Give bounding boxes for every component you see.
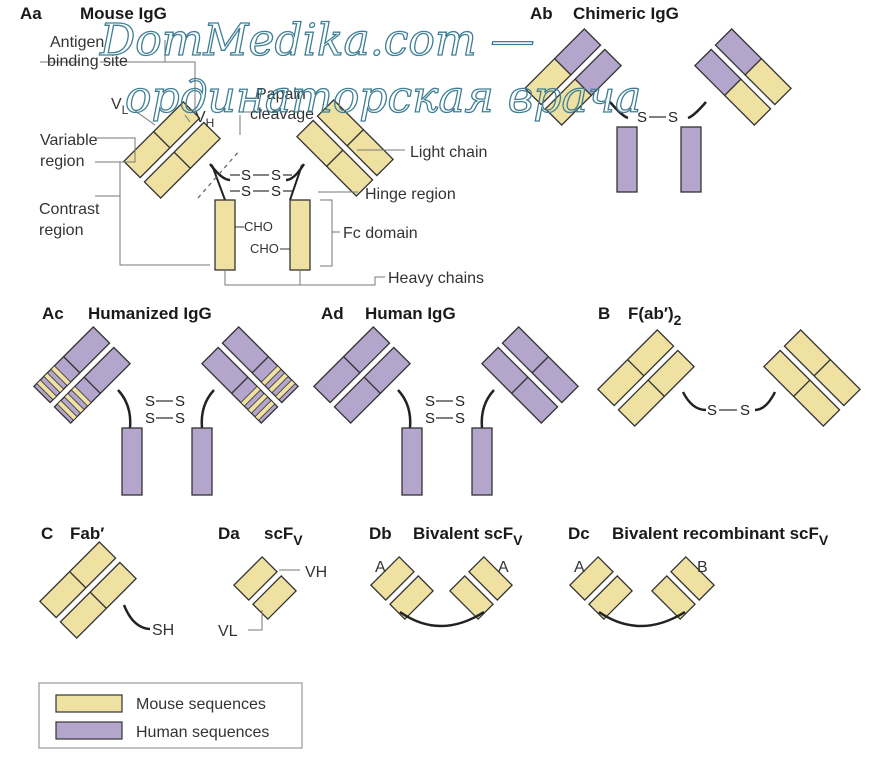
- disulfide-s: S: [145, 393, 155, 410]
- disulfide-s: S: [668, 109, 678, 126]
- panel-bivalent-scfv: Db Bivalent scFV A A: [369, 524, 523, 628]
- panel-letter-da: Da: [218, 524, 240, 543]
- disulfide-s: S: [425, 410, 435, 427]
- humanized-fab-left: [33, 326, 131, 424]
- panel-fab2: B F(ab′)2 S S: [597, 304, 861, 427]
- antigen-binding-label-2: binding site: [47, 53, 128, 70]
- chimeric-fab-right: [694, 28, 792, 126]
- panel-humanized-igg: Ac Humanized IgG S S S S: [33, 304, 299, 496]
- panel-fab-prime: C Fab′ SH: [39, 524, 174, 639]
- scfv-domain: [233, 556, 297, 620]
- recombinant-b-label: B: [697, 559, 708, 576]
- contrast-region-label-2: region: [39, 222, 83, 239]
- watermark-line-2: ординаторская врача: [125, 72, 641, 123]
- cho-label-1: CHO: [244, 219, 273, 234]
- fab-prime-arm: [39, 541, 137, 639]
- panel-title-da: scFV: [264, 524, 303, 548]
- bivalent-a-right: A: [498, 559, 509, 576]
- humanized-heavy-right: [191, 427, 213, 496]
- panel-letter-b: B: [598, 304, 610, 323]
- disulfide-s: S: [175, 393, 185, 410]
- watermark: DomMedika.com — ординаторская врача: [98, 14, 642, 123]
- fc-domain-label: Fc domain: [343, 225, 418, 242]
- humanized-heavy-left: [121, 427, 143, 496]
- human-heavy-right: [471, 427, 493, 496]
- disulfide-s: S: [241, 183, 251, 200]
- panel-letter-ab: Ab: [530, 4, 553, 23]
- panel-title-c: Fab′: [70, 524, 104, 543]
- panel-letter-ad: Ad: [321, 304, 344, 323]
- panel-scfv: Da scFV VH VL: [218, 524, 327, 640]
- legend-swatch-human: [55, 721, 123, 740]
- disulfide-s: S: [707, 402, 717, 419]
- panel-letter-dc: Dc: [568, 524, 590, 543]
- watermark-line-1: DomMedika.com —: [99, 15, 535, 66]
- disulfide-s: S: [740, 402, 750, 419]
- disulfide-s: S: [425, 393, 435, 410]
- light-chain-label: Light chain: [410, 144, 487, 161]
- sh-label: SH: [152, 622, 174, 639]
- vl-label: VL: [111, 96, 129, 117]
- panel-human-igg: Ad Human IgG S S S S: [313, 304, 579, 496]
- disulfide-s: S: [455, 410, 465, 427]
- panel-mouse-igg: Aa Mouse IgG S S S S CHO CHO: [20, 4, 487, 287]
- panel-title-dc: Bivalent recombinant scFV: [612, 524, 829, 548]
- panel-title-ab: Chimeric IgG: [573, 4, 679, 23]
- vh-label: VH: [195, 109, 214, 130]
- scfv-vh-label: VH: [305, 564, 327, 581]
- heavy-chains-label: Heavy chains: [388, 270, 484, 287]
- panel-title-db: Bivalent scFV: [413, 524, 523, 548]
- heavy-chain-left: [214, 199, 236, 271]
- papain-label-1: Papain: [256, 86, 306, 103]
- human-heavy-left: [401, 427, 423, 496]
- panel-bivalent-recombinant-scfv: Dc Bivalent recombinant scFV A B: [568, 524, 829, 628]
- humanized-fab-right: [201, 326, 299, 424]
- panel-title-ac: Humanized IgG: [88, 304, 212, 323]
- panel-letter-db: Db: [369, 524, 392, 543]
- variable-region-label-1: Variable: [40, 132, 98, 149]
- variable-region-label-2: region: [40, 153, 84, 170]
- papain-label-2: cleavage: [250, 106, 314, 123]
- panel-title-b: F(ab′)2: [628, 304, 682, 328]
- disulfide-s: S: [145, 410, 155, 427]
- disulfide-s: S: [455, 393, 465, 410]
- contrast-region-label-1: Contrast: [39, 201, 100, 218]
- antigen-binding-label-1: Antigen: [50, 34, 104, 51]
- bivalent-a-left: A: [375, 559, 386, 576]
- chimeric-heavy-left: [616, 126, 638, 193]
- cho-label-2: CHO: [250, 241, 279, 256]
- fab2-arm-left: [597, 329, 695, 427]
- panel-title-aa: Mouse IgG: [80, 4, 167, 23]
- panel-letter-ac: Ac: [42, 304, 64, 323]
- panel-title-ad: Human IgG: [365, 304, 456, 323]
- disulfide-s: S: [271, 183, 281, 200]
- fab2-arm-right: [763, 329, 861, 427]
- panel-letter-c: C: [41, 524, 53, 543]
- legend-swatch-mouse: [55, 694, 123, 713]
- disulfide-s: S: [271, 167, 281, 184]
- scfv-vl-label: VL: [218, 623, 238, 640]
- legend: Mouse sequences Human sequences: [38, 682, 303, 749]
- disulfide-s: S: [175, 410, 185, 427]
- disulfide-s: S: [241, 167, 251, 184]
- disulfide-s: S: [637, 109, 647, 126]
- human-fab-right: [481, 326, 579, 424]
- chimeric-heavy-right: [680, 126, 702, 193]
- human-fab-left: [313, 326, 411, 424]
- legend-label-mouse: Mouse sequences: [136, 696, 266, 713]
- panel-letter-aa: Aa: [20, 4, 42, 23]
- panel-chimeric-igg: Ab Chimeric IgG S S: [524, 4, 792, 193]
- recombinant-a-label: A: [574, 559, 585, 576]
- legend-label-human: Human sequences: [136, 724, 269, 741]
- hinge-region-label: Hinge region: [365, 186, 456, 203]
- heavy-chain-right: [289, 199, 311, 271]
